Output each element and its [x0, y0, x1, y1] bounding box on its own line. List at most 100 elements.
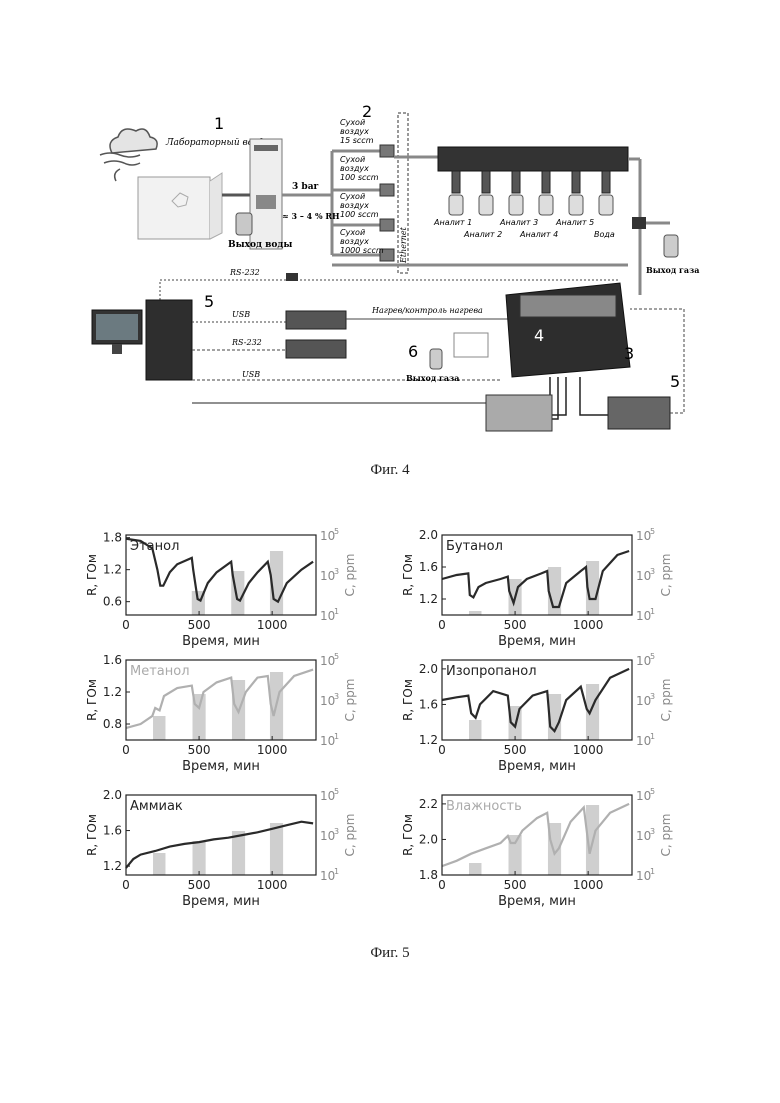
cloud-icon — [100, 129, 157, 181]
y2-tick-label: 10 — [636, 869, 651, 883]
x-tick-label: 500 — [188, 618, 211, 632]
x-tick-label: 1000 — [573, 878, 604, 892]
y2-tick-exponent: 3 — [650, 692, 655, 701]
y2-tick-exponent: 1 — [334, 607, 339, 616]
n5a-label: 5 — [204, 292, 214, 311]
y-tick-label: 1.6 — [103, 824, 122, 838]
chart-4: Изопропанол1.21.62.005001000101103105Вре… — [401, 652, 673, 774]
y-tick-label: 1.8 — [103, 531, 122, 545]
dry3-c: 100 sccm — [340, 210, 379, 219]
y2-tick-label: 10 — [320, 609, 335, 623]
mass-flow-controllers — [380, 145, 394, 261]
dry2-b: воздух — [340, 164, 369, 173]
x-axis-label: Время, мин — [182, 759, 260, 774]
x-tick-label: 0 — [438, 878, 446, 892]
fig4-caption: Фиг. 4 — [0, 462, 780, 479]
y2-tick-label: 10 — [636, 529, 651, 543]
x-tick-label: 1000 — [573, 743, 604, 757]
concentration-bar — [193, 841, 206, 875]
resistance-line — [442, 551, 629, 607]
y-tick-label: 1.2 — [103, 859, 122, 873]
x-axis-label: Время, мин — [182, 894, 260, 909]
y-tick-label: 2.0 — [419, 832, 438, 846]
y2-axis-label: C, ppm — [659, 814, 673, 857]
dry1-b: воздух — [340, 127, 369, 136]
y-axis-label: R, ГОм — [401, 679, 415, 721]
x-tick-label: 0 — [438, 618, 446, 632]
y2-tick-label: 10 — [320, 569, 335, 583]
x-tick-label: 500 — [504, 878, 527, 892]
y2-tick-label: 10 — [320, 789, 335, 803]
concentration-bar — [469, 720, 481, 740]
y2-tick-exponent: 5 — [334, 527, 339, 536]
gas-out-bottle-left — [430, 349, 442, 369]
gas-out-bottle-right — [664, 235, 678, 257]
y2-tick-label: 10 — [320, 529, 335, 543]
x-tick-label: 0 — [438, 743, 446, 757]
power-supply — [286, 311, 346, 329]
x-tick-label: 1000 — [573, 618, 604, 632]
chart-title: Бутанол — [446, 539, 503, 554]
y2-tick-label: 10 — [320, 829, 335, 843]
y-tick-label: 0.8 — [103, 717, 122, 731]
y-tick-label: 1.8 — [419, 868, 438, 882]
x-tick-label: 1000 — [257, 618, 288, 632]
y2-axis-label: C, ppm — [659, 554, 673, 597]
y2-tick-exponent: 1 — [650, 732, 655, 741]
usb-2-label: USB — [242, 370, 260, 379]
rh-label: ≈ 3 – 4 % RH — [282, 211, 340, 221]
y-tick-label: 0.6 — [103, 595, 122, 609]
air-compressor — [250, 139, 282, 249]
y-tick-label: 2.0 — [419, 662, 438, 676]
chart-title: Этанол — [130, 539, 179, 554]
humidifier-box — [138, 177, 210, 239]
y2-tick-exponent: 3 — [334, 567, 339, 576]
y-tick-label: 1.6 — [419, 560, 438, 574]
y-tick-label: 1.6 — [103, 653, 122, 667]
chart-6: Влажность1.82.02.205001000101103105Время… — [401, 787, 673, 909]
dry3-a: Сухой — [340, 192, 365, 201]
gas-out-right-label: Выход газа — [646, 265, 699, 275]
n1-label: 1 — [214, 114, 224, 133]
dry2-c: 100 sccm — [340, 173, 379, 182]
n6-label: 6 — [408, 342, 418, 361]
y2-tick-label: 10 — [636, 569, 651, 583]
y2-tick-label: 10 — [636, 734, 651, 748]
y2-tick-exponent: 5 — [650, 652, 655, 661]
y-tick-label: 2.0 — [419, 528, 438, 542]
concentration-bar — [469, 863, 481, 875]
y-axis-label: R, ГОм — [401, 814, 415, 856]
y2-tick-label: 10 — [320, 869, 335, 883]
y-axis-label: R, ГОм — [401, 554, 415, 596]
chart-title: Метанол — [130, 664, 190, 679]
chart-title: Изопропанол — [446, 664, 537, 679]
chart-5: Аммиак1.21.62.005001000101103105Время, м… — [85, 787, 357, 909]
bubbler-flasks — [449, 195, 613, 215]
y2-axis-label: C, ppm — [343, 554, 357, 597]
y2-axis-label: C, ppm — [659, 679, 673, 722]
y-axis-label: R, ГОм — [85, 814, 99, 856]
heat-control-label: Нагрев/контроль нагрева — [371, 306, 483, 315]
heater-box — [454, 333, 488, 357]
y2-tick-label: 10 — [636, 829, 651, 843]
y2-tick-exponent: 1 — [334, 732, 339, 741]
chart-3: Метанол0.81.21.605001000101103105Время, … — [85, 652, 357, 774]
y-tick-label: 2.0 — [103, 788, 122, 802]
gas-out-left-label: Выход газа — [406, 373, 459, 383]
y2-tick-exponent: 5 — [650, 787, 655, 796]
y-tick-label: 1.2 — [103, 563, 122, 577]
dry1-c: 15 sccm — [340, 136, 374, 145]
fig5-caption: Фиг. 5 — [0, 945, 780, 962]
chart-2: Бутанол1.21.62.005001000101103105Время, … — [401, 527, 673, 649]
sensor-response-charts: Этанол0.61.21.805001000101103105Время, м… — [0, 515, 780, 925]
bar-label: 3 bar — [292, 182, 319, 192]
dry1-a: Сухой — [340, 118, 365, 127]
x-axis-label: Время, мин — [498, 759, 576, 774]
y2-tick-exponent: 5 — [650, 527, 655, 536]
chart-1: Этанол0.61.21.805001000101103105Время, м… — [85, 527, 357, 649]
bubbler-manifold — [438, 147, 628, 171]
data-acquisition-unit — [486, 395, 552, 431]
y2-tick-exponent: 1 — [334, 867, 339, 876]
y2-tick-label: 10 — [636, 654, 651, 668]
n5b-label: 5 — [670, 372, 680, 391]
